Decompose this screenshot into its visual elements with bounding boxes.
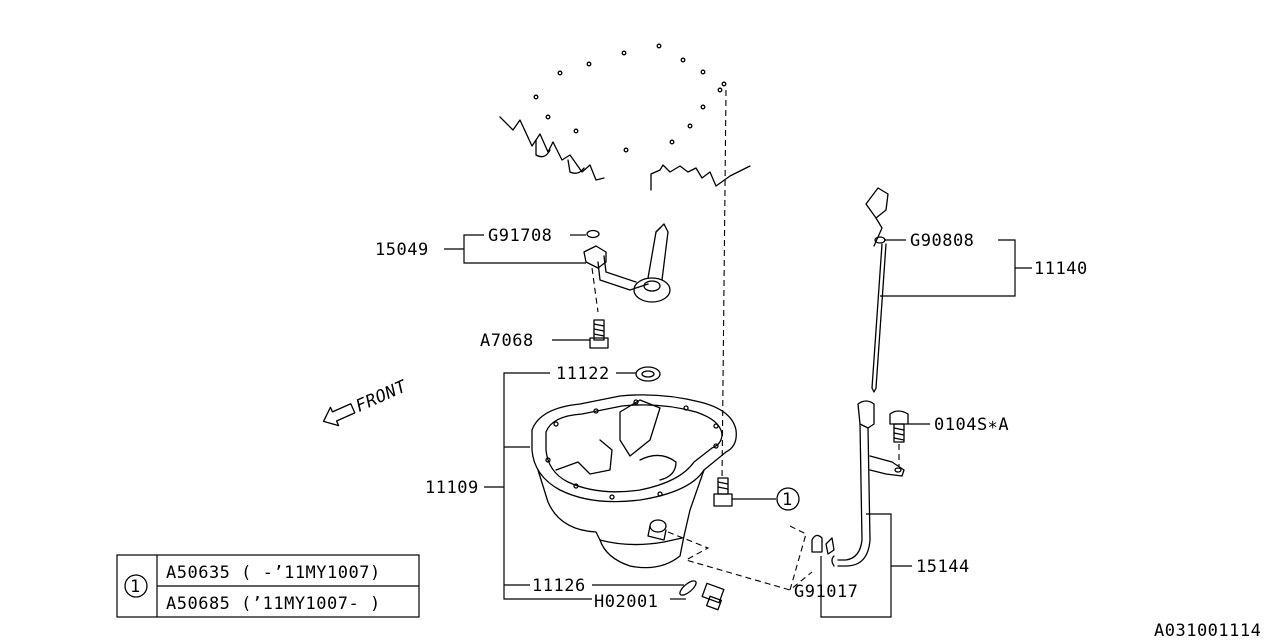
part-label-h02001: H02001 [594,592,658,612]
clip-dashed-line [788,525,813,592]
part-label-11140: 11140 [1034,259,1088,279]
drain-dashed-lines [667,531,791,591]
part-number-labels: 15049 G91708 A7068 11122 11109 11126 H02… [375,226,1088,612]
bolt-0104sa-drawing [889,410,909,443]
legend-symbol: 1 [130,577,141,597]
part-label-g91017: G91017 [794,582,858,602]
alignment-dashed-line [721,89,727,481]
gasket-ring-icon [586,229,600,239]
part-label-15144: 15144 [916,557,970,577]
part-label-0104sa: 0104S∗A [934,415,1009,435]
front-direction-indicator: FRONT [322,376,411,427]
legend-symbol-circle [124,574,148,598]
oil-pan-drawing [531,394,737,569]
gauge-guide-drawing [831,400,905,567]
front-label: FRONT [353,376,411,417]
engine-block-drawing [499,43,751,191]
part-label-11109: 11109 [425,478,479,498]
clip-g91017-drawing [811,534,835,555]
legend-row-2: A50685 (’11MY1007- ) [166,594,381,614]
callout-1-symbol: 1 [782,490,793,510]
part-label-g90808: G90808 [910,231,974,251]
dipstick-drawing [865,187,889,393]
legend-table: 1 A50635 ( -’11MY1007) A50685 (’11MY1007… [116,554,420,618]
oil-strainer-drawing [583,223,671,303]
callout-1-circle [776,487,800,511]
part-label-11122: 11122 [556,364,610,384]
drain-plug-drawing [679,580,725,611]
block-bolt-holes [533,43,727,153]
leader-lines [444,234,1032,618]
part-label-g91708: G91708 [488,226,552,246]
part-label-a7068: A7068 [480,331,534,351]
pan-bolt-drawing [713,477,733,507]
part-label-15049: 15049 [375,240,429,260]
strainer-dashed-line [591,267,599,313]
bolt-a7068-drawing [589,319,609,349]
diagram-id: A031001114 [1154,621,1261,640]
legend-row-1: A50635 ( -’11MY1007) [166,563,381,583]
part-label-11126: 11126 [532,576,586,596]
oil-seal-11122-drawing [635,366,661,382]
